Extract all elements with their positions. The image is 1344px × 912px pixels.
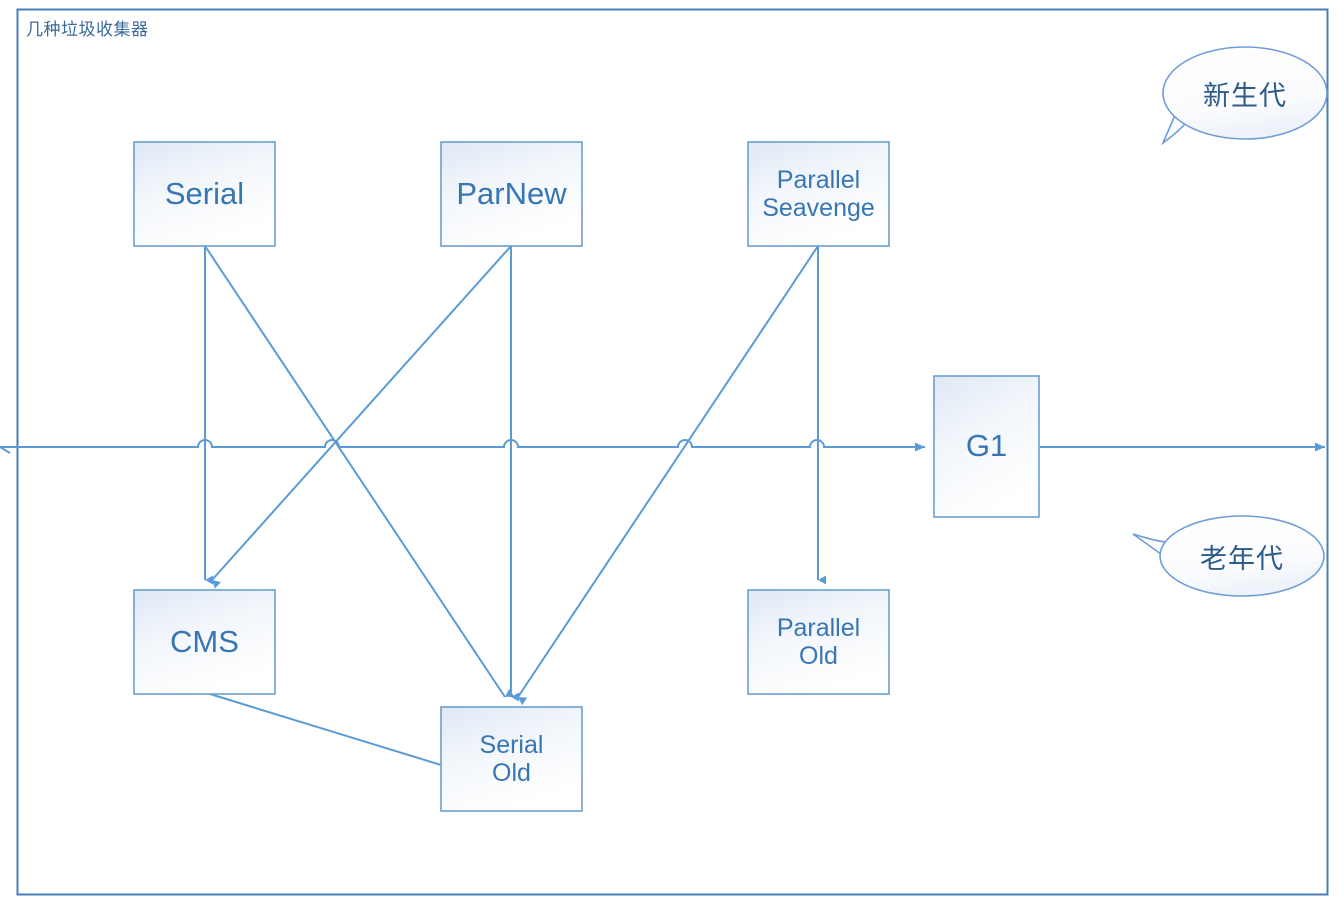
node-serial-old[interactable] bbox=[440, 706, 583, 812]
bubble-young-generation bbox=[1161, 46, 1328, 146]
node-rects bbox=[133, 141, 1040, 812]
edge-parnew-to-cms bbox=[211, 245, 512, 589]
node-g1[interactable] bbox=[933, 375, 1040, 518]
edge-ps-to-serial-old bbox=[517, 245, 819, 706]
node-parnew[interactable] bbox=[440, 141, 583, 247]
connector-edges bbox=[204, 245, 826, 766]
node-parallel-old[interactable] bbox=[747, 589, 890, 695]
generation-divider bbox=[0, 439, 1325, 454]
page-title: 几种垃圾收集器 bbox=[26, 20, 149, 39]
node-serial[interactable] bbox=[133, 141, 276, 247]
node-cms[interactable] bbox=[133, 589, 276, 695]
bubble-old-generation bbox=[1132, 515, 1325, 597]
speech-bubbles bbox=[1132, 46, 1328, 597]
node-parallel-scavenge[interactable] bbox=[747, 141, 890, 247]
edge-cms-to-serial-old bbox=[209, 693, 442, 766]
edge-serial-to-serial-old bbox=[204, 245, 515, 698]
outer-frame bbox=[16, 8, 1329, 896]
